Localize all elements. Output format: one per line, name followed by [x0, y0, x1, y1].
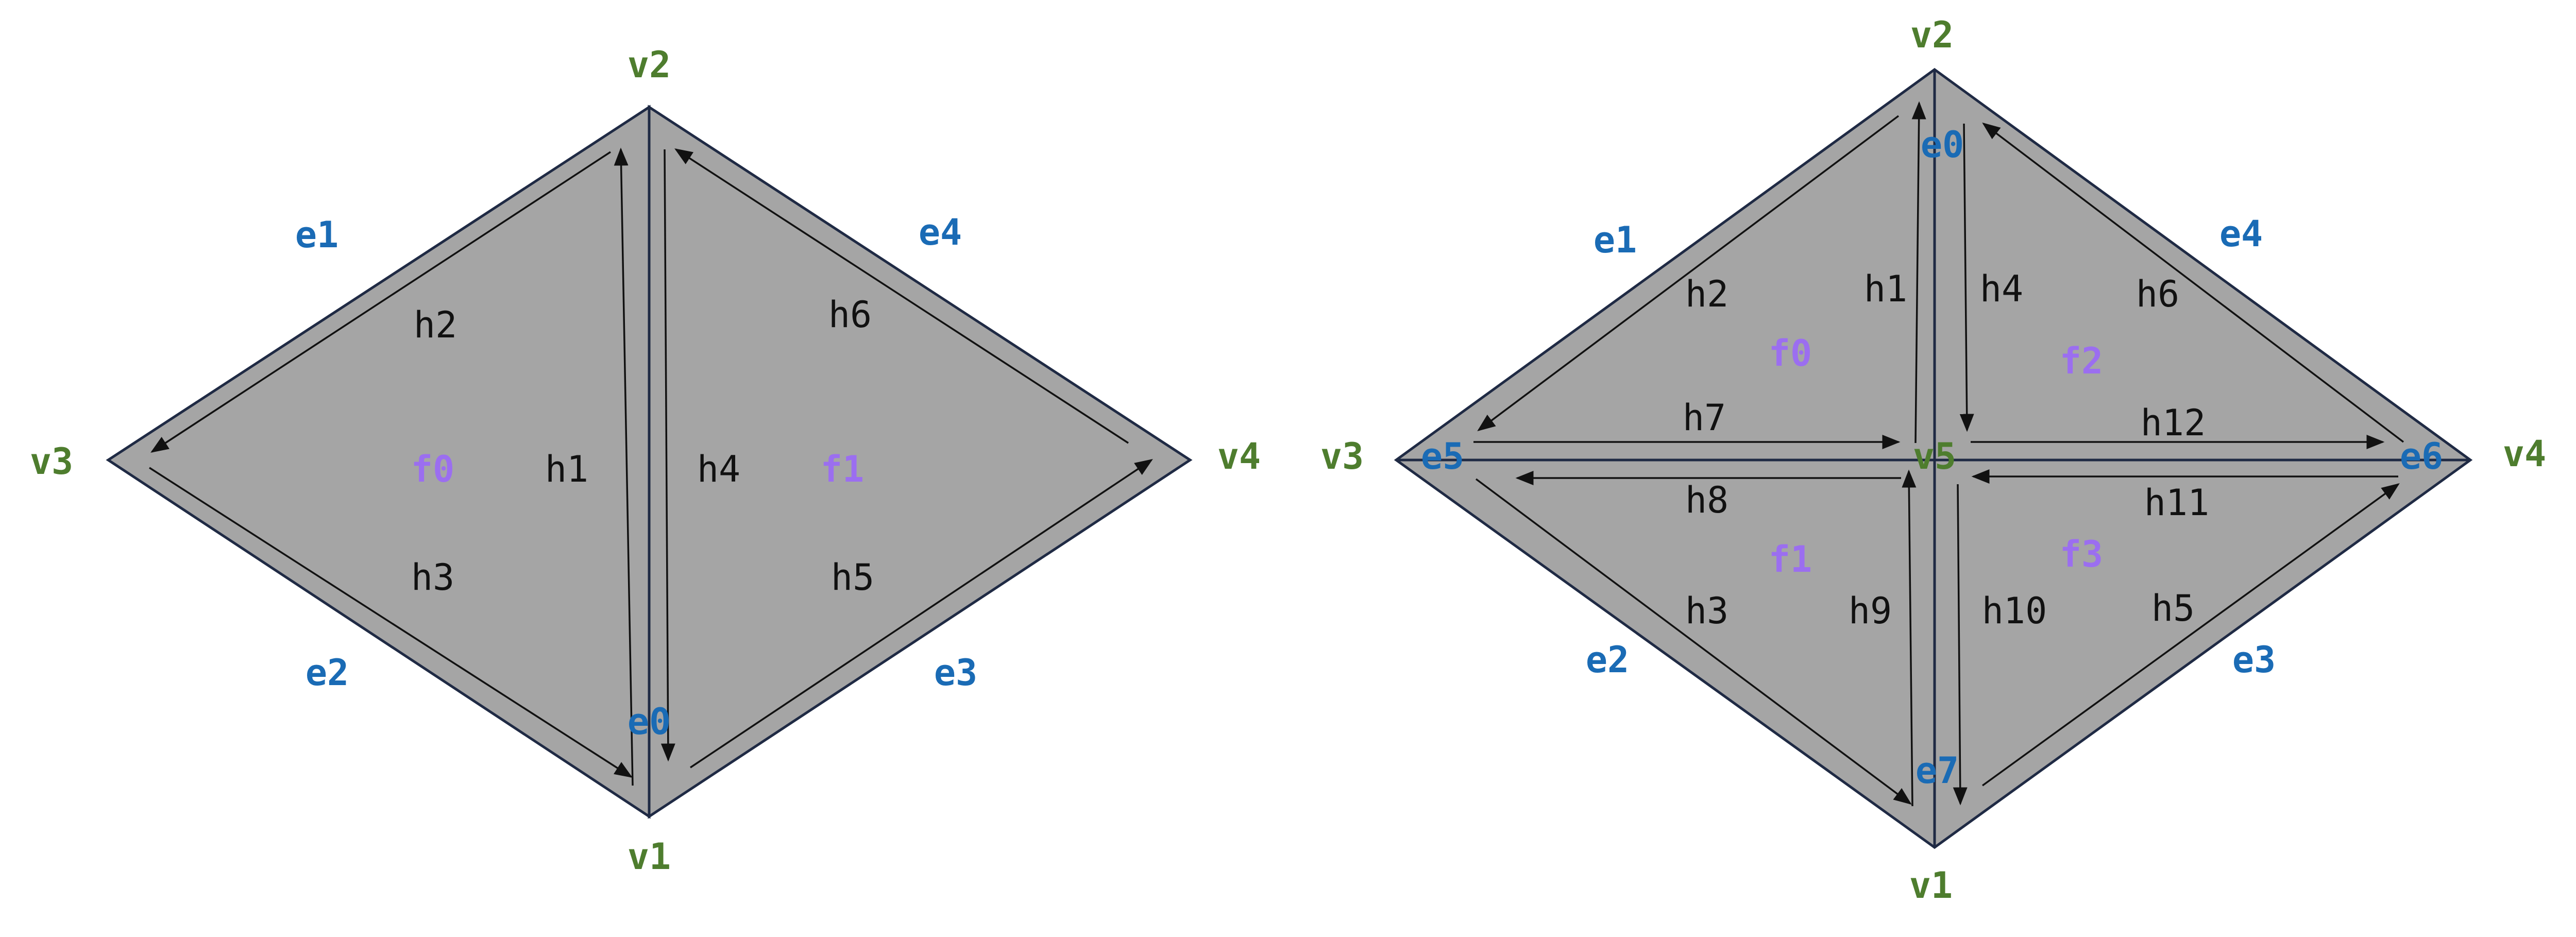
- left-vertex-label-v3: v3: [30, 440, 73, 483]
- left-edge-label-e0: e0: [628, 701, 671, 743]
- left-halfedge-h3-arrow: [149, 467, 633, 778]
- left-edge-label-e3: e3: [934, 652, 977, 694]
- left-halfedge-h4-arrow: [660, 149, 675, 762]
- left-face-label-f0: f0: [411, 448, 454, 490]
- left-halfedge-h2-arrow: [150, 151, 611, 453]
- right-halfedge-label-h8: h8: [1685, 479, 1728, 521]
- left-halfedge-label-h1: h1: [545, 448, 588, 490]
- right-face-label-f0: f0: [1769, 332, 1812, 374]
- left-vertex-label-v2: v2: [628, 44, 671, 86]
- right-halfedge-h6-arrow: [1982, 122, 2404, 443]
- right-face-label-f1: f1: [1769, 538, 1812, 581]
- right-edge-label-e5: e5: [1421, 435, 1464, 478]
- left-vertex-label-v1: v1: [628, 836, 671, 878]
- left-halfedge-label-h6: h6: [828, 294, 872, 336]
- right-mesh: v2 v3 v4 v1 v5 e0 e1 e4 e2 e3 e5 e6 e7 f…: [1320, 14, 2546, 907]
- right-vertex-label-v2: v2: [1910, 14, 1954, 56]
- right-halfedge-label-h3: h3: [1685, 590, 1728, 632]
- left-edge-label-e4: e4: [919, 211, 962, 253]
- left-halfedge-h5-arrow: [690, 459, 1153, 769]
- right-halfedge-label-h7: h7: [1683, 397, 1726, 439]
- right-halfedge-h9-arrow: [1902, 469, 1917, 807]
- right-edge-label-e0: e0: [1921, 124, 1964, 166]
- left-edge-label-e1: e1: [295, 214, 338, 256]
- left-mesh: v2 v3 v4 v1 e1 e4 e2 e3 e0 f0 f1 h2 h1 h…: [30, 44, 1261, 878]
- right-edge-label-e6: e6: [2400, 435, 2443, 478]
- right-edge-label-e1: e1: [1594, 219, 1637, 261]
- right-vertex-label-v3: v3: [1320, 435, 1364, 478]
- right-halfedge-label-h1: h1: [1864, 268, 1907, 310]
- right-halfedge-h3-arrow: [1475, 478, 1912, 805]
- left-halfedge-label-h3: h3: [411, 556, 454, 599]
- right-vertex-label-v1: v1: [1909, 864, 1953, 907]
- right-halfedge-h1-arrow: [1911, 101, 1926, 444]
- right-halfedge-label-h10: h10: [1982, 590, 2047, 632]
- right-halfedge-label-h4: h4: [1980, 268, 2023, 310]
- right-halfedge-label-h2: h2: [1685, 273, 1728, 315]
- left-halfedge-label-h2: h2: [414, 304, 457, 346]
- right-edge-label-e3: e3: [2232, 639, 2276, 681]
- left-vertex-label-v4: v4: [1217, 435, 1261, 478]
- right-halfedge-h5-arrow: [1981, 483, 2400, 787]
- left-halfedge-label-h5: h5: [831, 556, 874, 599]
- right-vertex-label-v4: v4: [2503, 433, 2546, 475]
- left-halfedge-h1-arrow: [614, 147, 634, 786]
- right-face-label-f3: f3: [2060, 533, 2103, 575]
- left-halfedge-label-h4: h4: [697, 448, 740, 490]
- right-face-label-f2: f2: [2060, 340, 2103, 382]
- right-halfedge-label-h11: h11: [2144, 482, 2209, 524]
- right-halfedge-label-h5: h5: [2151, 587, 2195, 629]
- right-halfedge-label-h6: h6: [2136, 273, 2179, 315]
- right-halfedge-h10-arrow: [1953, 484, 1968, 806]
- right-edge-label-e4: e4: [2219, 213, 2263, 255]
- right-vertex-label-v5: v5: [1913, 435, 1956, 478]
- right-halfedge-h2-arrow: [1477, 115, 1900, 432]
- right-edge-label-e7: e7: [1916, 749, 1959, 792]
- right-halfedge-label-h9: h9: [1849, 590, 1892, 632]
- right-halfedge-label-h12: h12: [2141, 402, 2206, 444]
- left-face-label-f1: f1: [821, 448, 864, 490]
- left-halfedge-h6-arrow: [674, 148, 1129, 444]
- left-edge-label-e2: e2: [306, 652, 349, 694]
- right-halfedge-h4-arrow: [1959, 123, 1974, 432]
- right-edge-label-e2: e2: [1586, 639, 1629, 681]
